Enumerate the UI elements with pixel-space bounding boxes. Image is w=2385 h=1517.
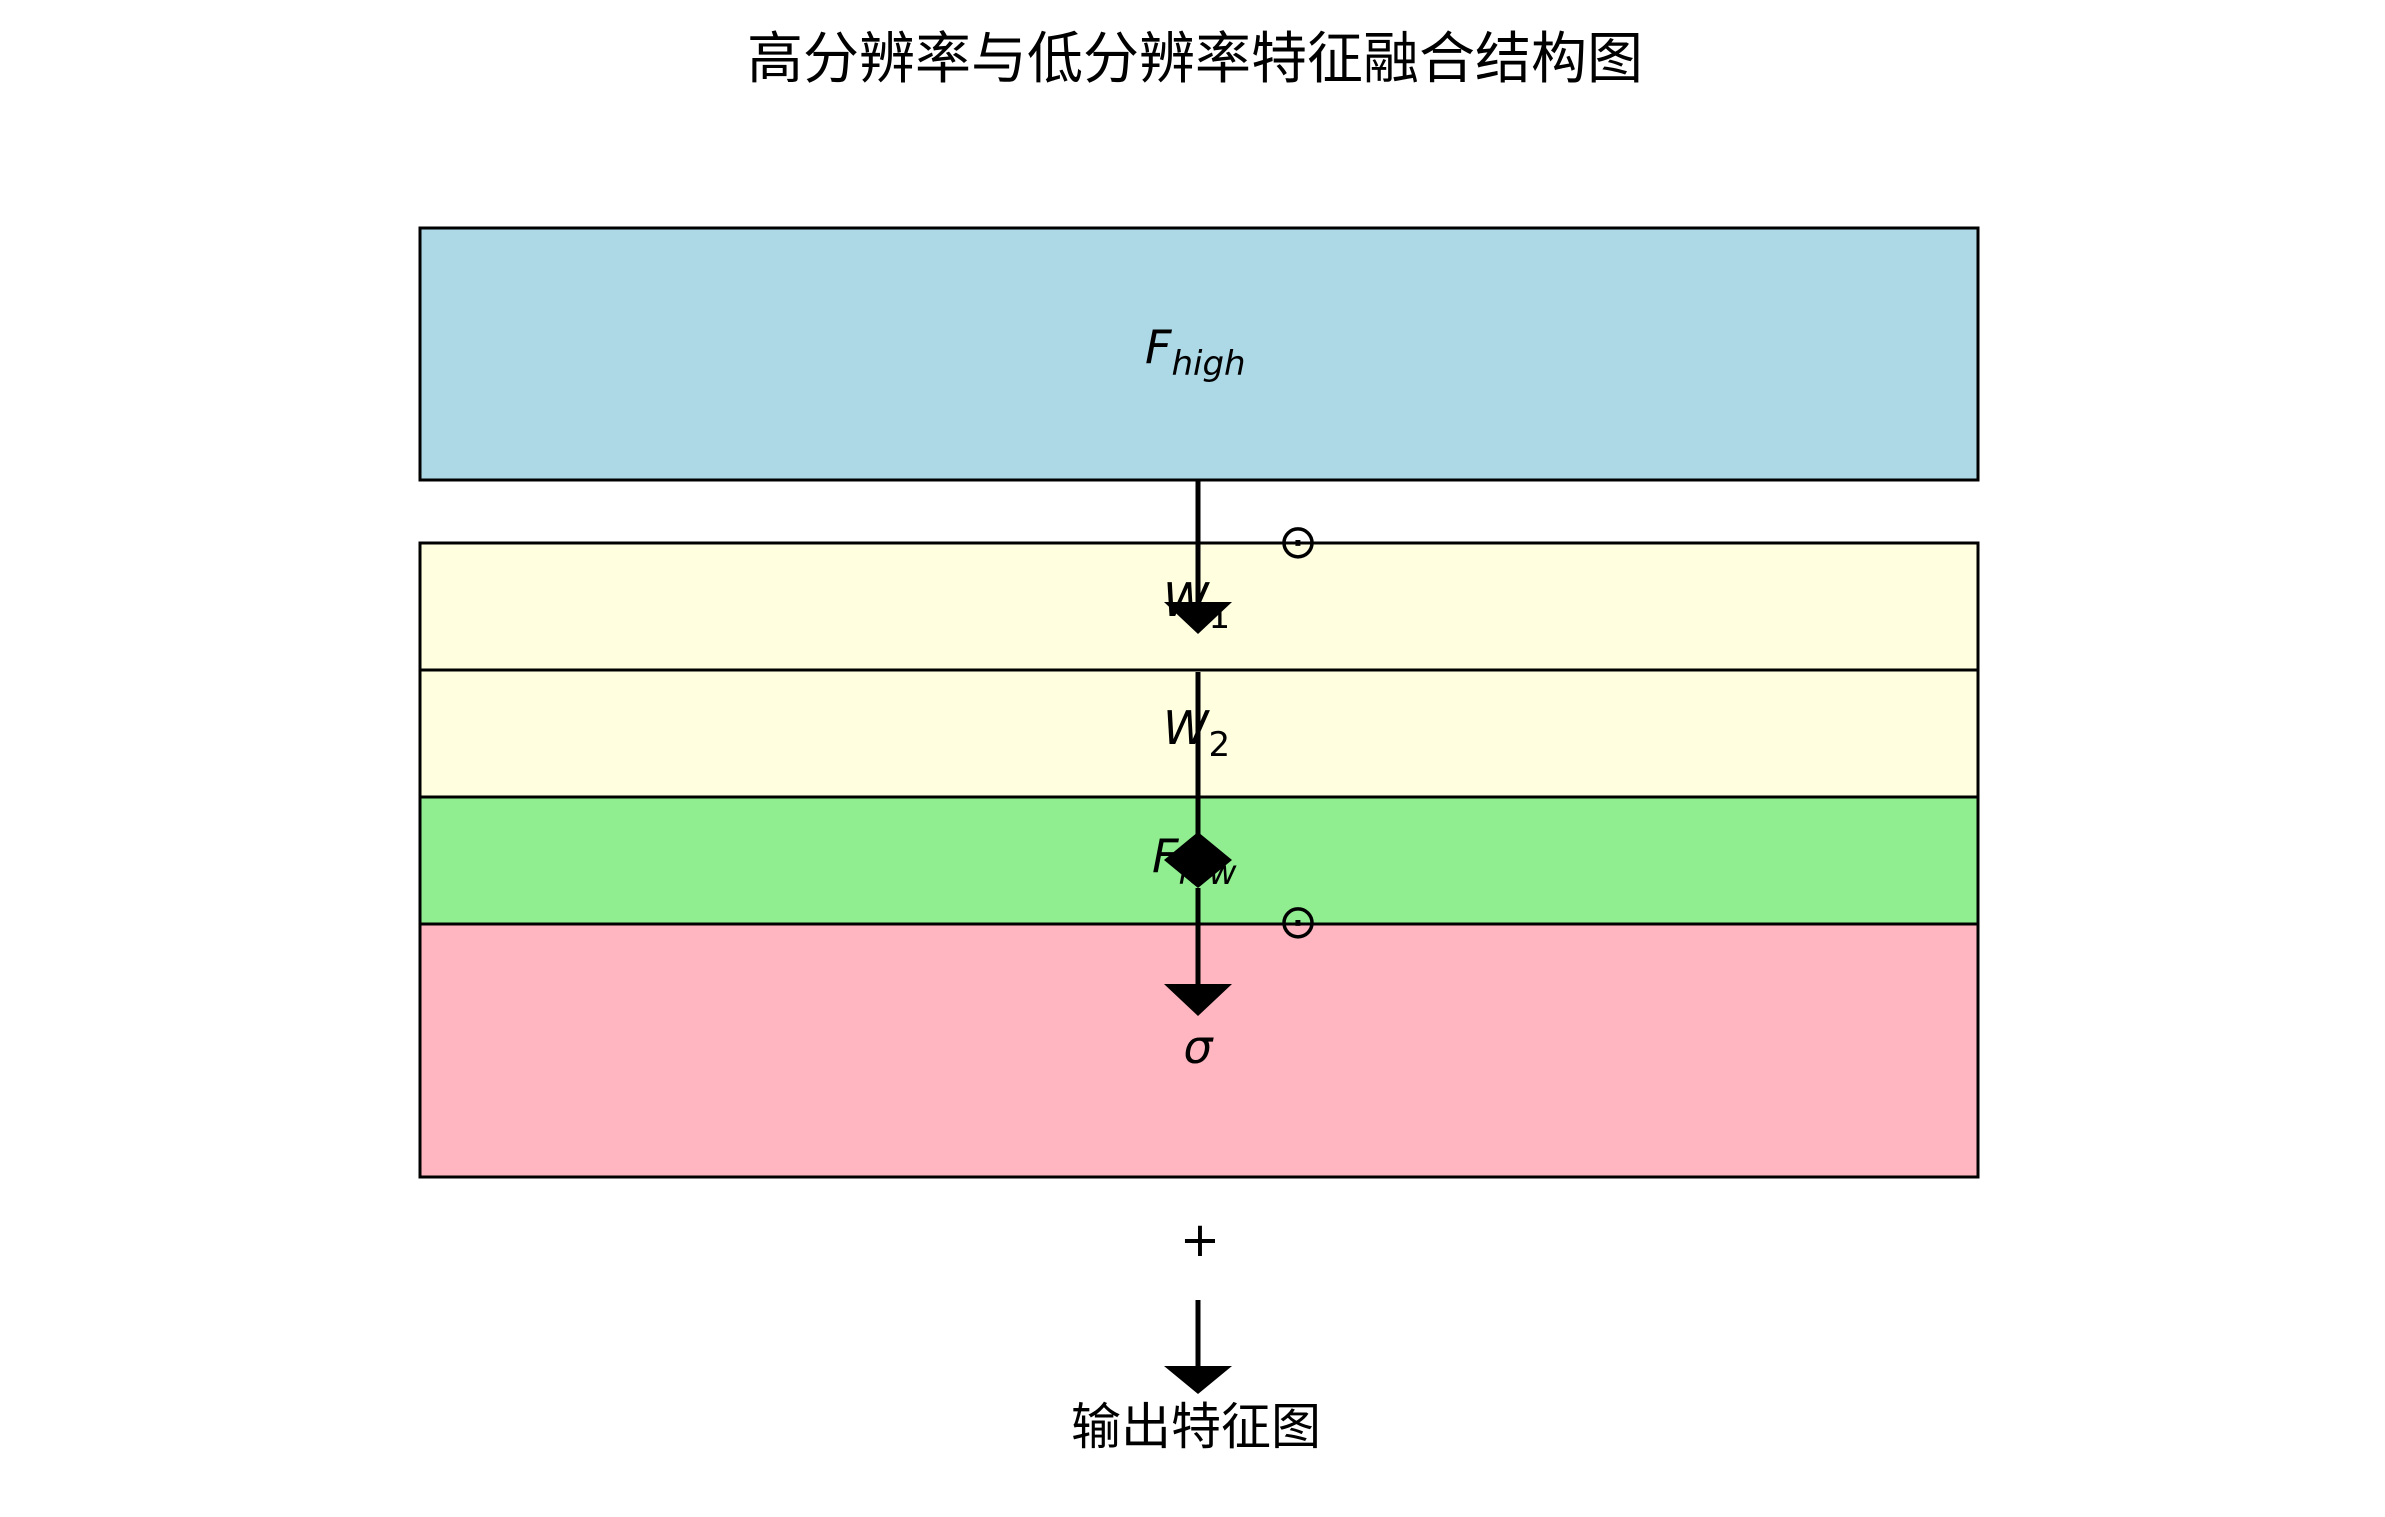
diagram-title: 高分辨率与低分辨率特征融合结构图 bbox=[747, 27, 1643, 92]
f-high-label: Fhigh bbox=[1145, 320, 1246, 384]
w2-sub: 2 bbox=[1208, 725, 1230, 765]
plus-operator: + bbox=[1180, 1212, 1220, 1268]
w2-label: W2 bbox=[1163, 701, 1230, 765]
arrow-fhigh-to-w1-head bbox=[1164, 602, 1232, 634]
sigma-label: σ bbox=[1183, 1020, 1214, 1074]
arrow-to-output-head bbox=[1164, 1366, 1232, 1394]
merge-diamond bbox=[1164, 832, 1232, 888]
arrow-flow-to-sigma-head bbox=[1164, 984, 1232, 1016]
hadamard-operator-2: ⊙ bbox=[1278, 894, 1318, 950]
w2-base: W bbox=[1163, 701, 1210, 755]
f-high-block bbox=[418, 226, 1980, 482]
f-high-base: F bbox=[1145, 320, 1172, 374]
hadamard-operator-1: ⊙ bbox=[1278, 514, 1318, 570]
output-label: 输出特征图 bbox=[1071, 1398, 1321, 1456]
f-high-sub: high bbox=[1171, 344, 1245, 384]
